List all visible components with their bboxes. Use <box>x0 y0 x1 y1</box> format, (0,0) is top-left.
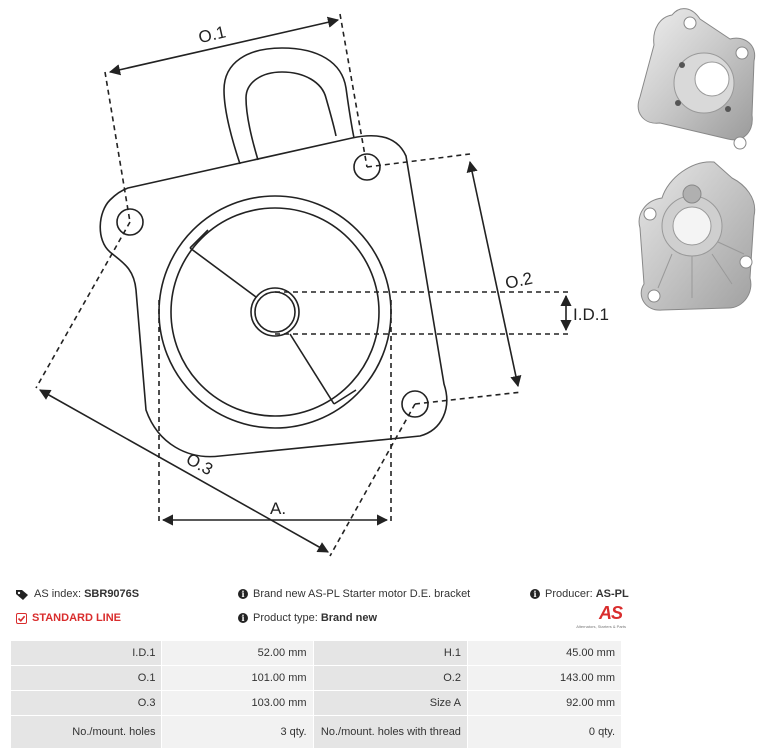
spec-key: No./mount. holes <box>9 715 163 749</box>
product-type: i Product type: Brand new <box>238 612 377 624</box>
center-hub-outer <box>250 287 300 337</box>
tag-icon <box>16 589 29 600</box>
spec-key: O.3 <box>9 690 163 716</box>
label-o2: O.2 <box>503 269 534 293</box>
spec-key: O.2 <box>312 665 468 691</box>
standard-line: STANDARD LINE <box>16 612 121 624</box>
spec-value: 52.00 mm <box>161 640 314 666</box>
description: i Brand new AS-PL Starter motor D.E. bra… <box>238 588 470 600</box>
check-square-icon <box>16 612 27 624</box>
spec-value: 101.00 mm <box>161 665 314 691</box>
table-row: No./mount. holes 3 qty. No./mount. holes… <box>9 715 623 749</box>
as-index: AS index: SBR9076S <box>16 588 139 600</box>
dim-o2 <box>466 160 522 388</box>
product-photo-front <box>637 8 756 150</box>
as-pl-logo: AS Alternators, Starters & Parts <box>560 603 626 633</box>
producer: i Producer: AS-PL <box>530 588 629 600</box>
specs-table: I.D.1 52.00 mm H.1 45.00 mm O.1 101.00 m… <box>9 640 623 749</box>
table-row: I.D.1 52.00 mm H.1 45.00 mm <box>9 640 623 666</box>
info-circle-icon: i <box>238 613 248 623</box>
table-row: O.1 101.00 mm O.2 143.00 mm <box>9 665 623 691</box>
top-loop-outer <box>223 47 355 165</box>
producer-value: AS-PL <box>595 588 629 600</box>
spec-value: 3 qty. <box>161 715 314 749</box>
info-circle-icon: i <box>530 589 540 599</box>
technical-drawing: O.1 O.2 O.3 A. I.D.1 <box>35 13 609 557</box>
logo-tagline: Alternators, Starters & Parts <box>576 624 626 629</box>
hole-bottom-right <box>401 390 429 418</box>
spec-key: O.1 <box>9 665 163 691</box>
spec-value: 92.00 mm <box>466 690 623 716</box>
standard-line-label: STANDARD LINE <box>32 612 122 624</box>
label-o1: O.1 <box>197 22 228 47</box>
as-index-value: SBR9076S <box>84 588 140 600</box>
spec-key: No./mount. holes with thread <box>312 715 468 749</box>
dim-o1 <box>108 16 340 76</box>
spec-value: 103.00 mm <box>161 690 314 716</box>
label-id1: I.D.1 <box>573 305 609 324</box>
hole-left <box>116 208 144 236</box>
spec-key: H.1 <box>312 640 468 666</box>
product-type-label: Product type: <box>253 612 318 624</box>
as-index-label: AS index: <box>34 588 82 600</box>
producer-label: Producer: <box>545 588 593 600</box>
table-row: O.3 103.00 mm Size A 92.00 mm <box>9 690 623 716</box>
outer-ring <box>158 195 392 429</box>
spec-value: 45.00 mm <box>466 640 623 666</box>
description-text: Brand new AS-PL Starter motor D.E. brack… <box>253 588 471 600</box>
spec-key: I.D.1 <box>9 640 163 666</box>
center-hub-inner <box>254 291 296 333</box>
info-circle-icon: i <box>238 589 248 599</box>
product-photo-back <box>638 161 756 311</box>
product-type-value: Brand new <box>320 612 378 624</box>
inner-ring <box>170 207 380 417</box>
label-a: A. <box>270 499 286 518</box>
dim-o3 <box>39 389 329 553</box>
hole-top-right <box>353 153 381 181</box>
spec-value: 0 qty. <box>466 715 623 749</box>
spec-key: Size A <box>312 690 468 716</box>
flange-outline <box>99 134 448 458</box>
top-loop-inner <box>245 71 337 161</box>
spec-value: 143.00 mm <box>466 665 623 691</box>
logo-mark: AS <box>598 603 623 623</box>
